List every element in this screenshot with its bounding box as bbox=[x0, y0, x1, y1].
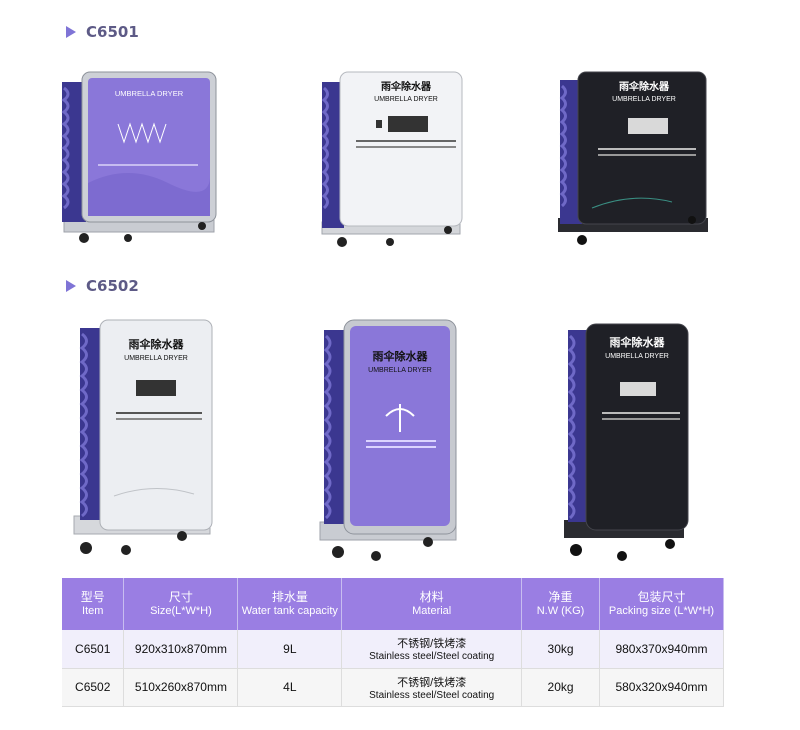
panel-cn-text: 雨伞除水器 bbox=[129, 337, 185, 351]
panel-en-text: UMBRELLA DRYER bbox=[605, 353, 669, 360]
panel-en-text: UMBRELLA DRYER bbox=[368, 367, 432, 374]
panel-en-text: UMBRELLA DRYER bbox=[374, 96, 438, 103]
cell-size: 920x310x870mm bbox=[123, 630, 239, 669]
triangle-icon bbox=[66, 280, 76, 292]
product-image-c6501-white: 雨伞除水器 UMBRELLA DRYER bbox=[321, 71, 463, 247]
product-image-c6502-black: 雨伞除水器 UMBRELLA DRYER bbox=[564, 323, 689, 561]
section-label: C6501 bbox=[86, 23, 139, 41]
product-image-c6501-black: 雨伞除水器 UMBRELLA DRYER bbox=[558, 71, 708, 245]
section-label: C6502 bbox=[86, 277, 139, 295]
cell-packing: 980x370x940mm bbox=[599, 630, 725, 669]
cell-size: 510x260x870mm bbox=[123, 668, 239, 707]
cell-packing: 580x320x940mm bbox=[599, 668, 725, 707]
cell-item: C6501 bbox=[62, 630, 125, 669]
panel-en-text: UMBRELLA DRYER bbox=[115, 89, 184, 98]
cell-weight: 30kg bbox=[521, 630, 600, 669]
cell-weight: 20kg bbox=[521, 668, 600, 707]
triangle-icon bbox=[66, 26, 76, 38]
cell-item: C6502 bbox=[62, 668, 125, 707]
product-image-c6501-purple: UMBRELLA DRYER bbox=[61, 71, 217, 243]
panel-cn-text: 雨伞除水器 bbox=[619, 80, 670, 93]
panel-en-text: UMBRELLA DRYER bbox=[612, 96, 676, 103]
product-image-c6502-purple: 雨伞除水器 UMBRELLA DRYER bbox=[319, 319, 457, 561]
section-title-c6501: C6501 bbox=[66, 23, 139, 41]
cell-capacity: 9L bbox=[237, 630, 343, 669]
section-title-c6502: C6502 bbox=[66, 277, 139, 295]
panel-cn-text: 雨伞除水器 bbox=[373, 349, 429, 363]
panel-cn-text: 雨伞除水器 bbox=[610, 335, 666, 349]
product-image-c6502-white: 雨伞除水器 UMBRELLA DRYER bbox=[73, 319, 213, 555]
panel-en-text: UMBRELLA DRYER bbox=[124, 355, 188, 362]
panel-cn-text: 雨伞除水器 bbox=[381, 80, 432, 93]
cell-capacity: 4L bbox=[237, 668, 343, 707]
